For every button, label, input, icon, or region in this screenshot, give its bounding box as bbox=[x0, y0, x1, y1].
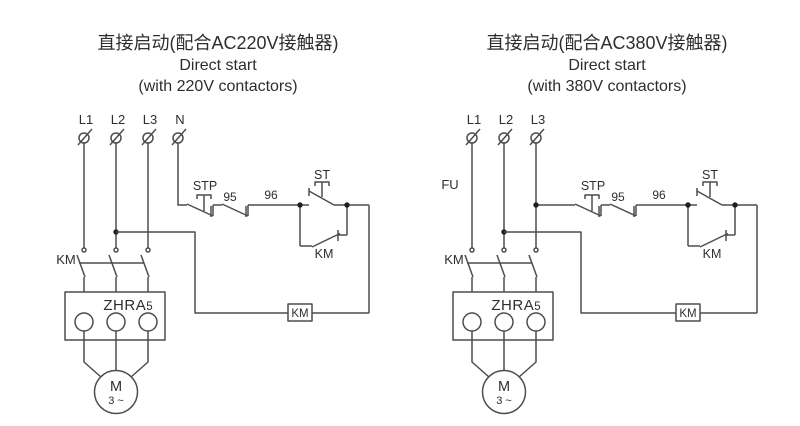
diagram-220v: 直接启动(配合AC220V接触器) Direct start (with 220… bbox=[56, 33, 370, 415]
junction-dot bbox=[344, 202, 350, 208]
stop-button-label: STP bbox=[581, 179, 605, 193]
stop-button-symbol: STP bbox=[186, 179, 217, 217]
km-coil-label: KM bbox=[291, 308, 308, 320]
svg-text:ZHRA5: ZHRA5 bbox=[491, 297, 540, 314]
disconnect-terminal-icon bbox=[77, 128, 187, 146]
phase-label-l3: L3 bbox=[531, 112, 545, 127]
motor-label: M bbox=[110, 379, 122, 395]
km-main-label: KM bbox=[56, 252, 76, 267]
start-button-symbol: ST bbox=[308, 168, 335, 206]
junction-dot bbox=[297, 202, 303, 208]
junction-dot bbox=[533, 202, 539, 208]
subtitle-english-220v: (with 220V contactors) bbox=[138, 78, 297, 95]
terminal-95-label: 95 bbox=[223, 190, 237, 204]
km-aux-label: KM bbox=[315, 247, 334, 261]
device-index: 5 bbox=[534, 301, 540, 313]
disconnect-terminal-icon bbox=[465, 128, 545, 146]
start-button-label: ST bbox=[702, 168, 718, 182]
title-chinese-220v: 直接启动(配合AC220V接触器) bbox=[97, 33, 338, 53]
junction-dot bbox=[732, 202, 738, 208]
terminal-96-label: 96 bbox=[264, 188, 278, 202]
phase-label-l1: L1 bbox=[467, 112, 481, 127]
soft-starter-box: ZHRA5 bbox=[452, 291, 554, 341]
phase-label-l3: L3 bbox=[143, 112, 157, 127]
device-index: 5 bbox=[146, 301, 152, 313]
device-label: ZHRA bbox=[491, 297, 534, 314]
phase-label-l2: L2 bbox=[499, 112, 513, 127]
diagram-380v: 直接启动(配合AC380V接触器) Direct start (with 380… bbox=[441, 33, 758, 415]
motor-label: M bbox=[498, 379, 510, 395]
motor-type-label: 3 ~ bbox=[108, 395, 124, 407]
thermal-contact-symbol: 95 96 bbox=[221, 188, 278, 217]
junction-dot bbox=[685, 202, 691, 208]
control-circuit: STP 95 96 ST bbox=[113, 168, 370, 322]
start-button-symbol: ST bbox=[696, 168, 723, 206]
subtitle-english-380v: (with 380V contactors) bbox=[527, 78, 686, 95]
soft-starter-box: ZHRA5 bbox=[64, 291, 166, 341]
motor-symbol: M 3 ~ bbox=[481, 369, 527, 415]
title-chinese-380v: 直接启动(配合AC380V接触器) bbox=[486, 33, 727, 53]
km-coil-symbol: KM bbox=[675, 303, 701, 322]
stop-button-label: STP bbox=[193, 179, 217, 193]
title-english-220v: Direct start bbox=[179, 57, 257, 74]
km-coil-label: KM bbox=[679, 308, 696, 320]
km-main-contacts: KM bbox=[444, 247, 539, 292]
phase-label-l2: L2 bbox=[111, 112, 125, 127]
phase-label-n: N bbox=[175, 112, 184, 127]
motor-type-label: 3 ~ bbox=[496, 395, 512, 407]
km-main-label: KM bbox=[444, 252, 464, 267]
motor-symbol: M 3 ~ bbox=[93, 369, 139, 415]
km-coil-symbol: KM bbox=[287, 303, 313, 322]
motor-leads bbox=[471, 331, 537, 378]
km-aux-contact-symbol: KM bbox=[687, 205, 736, 261]
svg-text:ZHRA5: ZHRA5 bbox=[103, 297, 152, 314]
phase-label-l1: L1 bbox=[79, 112, 93, 127]
terminal-95-label: 95 bbox=[611, 190, 625, 204]
thermal-contact-symbol: 95 96 bbox=[609, 188, 666, 217]
start-button-label: ST bbox=[314, 168, 330, 182]
device-label: ZHRA bbox=[103, 297, 146, 314]
km-main-contacts: KM bbox=[56, 247, 151, 292]
fuse-label: FU bbox=[441, 177, 458, 192]
stop-button-symbol: STP bbox=[574, 179, 605, 217]
terminal-96-label: 96 bbox=[652, 188, 666, 202]
km-aux-label: KM bbox=[703, 247, 722, 261]
km-aux-contact-symbol: KM bbox=[299, 205, 348, 261]
motor-leads bbox=[83, 331, 149, 378]
title-english-380v: Direct start bbox=[568, 57, 646, 74]
control-circuit: STP 95 96 ST bbox=[501, 168, 758, 322]
